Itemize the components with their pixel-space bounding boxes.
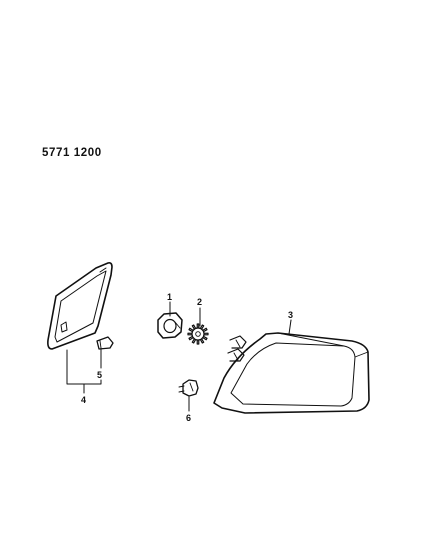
outside-mirror-part xyxy=(213,332,370,414)
callout-5: 5 xyxy=(97,370,102,380)
callout-4: 4 xyxy=(81,395,86,405)
clip-part xyxy=(96,336,114,350)
callout-labels: 1 2 3 4 5 6 xyxy=(81,292,293,423)
callout-2: 2 xyxy=(197,297,202,307)
callout-6: 6 xyxy=(186,413,191,423)
leader-lines xyxy=(66,301,292,412)
callout-3: 3 xyxy=(288,310,293,320)
callout-1: 1 xyxy=(167,292,172,302)
inner-garnish-part xyxy=(47,262,113,350)
lock-washer-part xyxy=(187,323,209,345)
washer-teeth xyxy=(187,323,209,345)
screw-part xyxy=(178,379,199,397)
nut-part xyxy=(157,312,183,339)
reference-number: 5771 1200 xyxy=(42,147,102,159)
